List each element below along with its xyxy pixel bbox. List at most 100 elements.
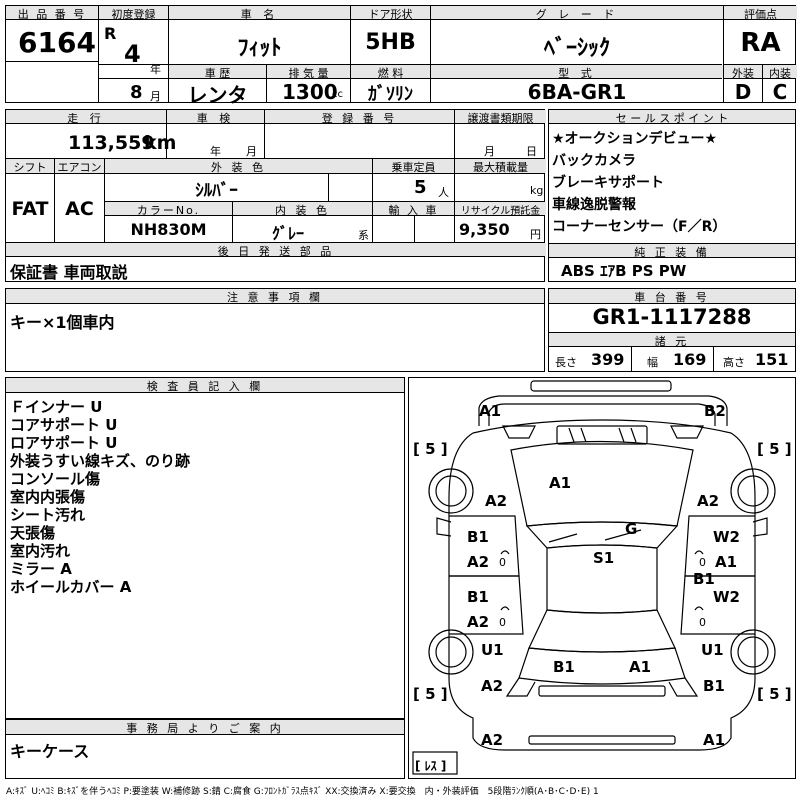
car-name: ﾌｨｯﾄ	[237, 36, 282, 61]
front-bumper-plate	[530, 380, 672, 392]
fuel-type: ｶﾞｿﾘﾝ	[368, 84, 413, 105]
windshield	[525, 521, 679, 549]
office-notice-block: 事 務 局 よ り ご 案 内 キーケース	[5, 719, 405, 779]
tire-rear-right-score: [ 5 ]	[757, 685, 792, 703]
month-unit: 月	[150, 90, 161, 103]
notes-label: 注 意 事 項 欄	[6, 289, 544, 304]
damage-mark-right-rear-corner: B1	[703, 677, 725, 695]
inspector-notes-block: 検 査 員 記 入 欄 Ｆインナー U コアサポート U ロアサポート U 外装…	[5, 377, 405, 719]
inspector-note-line: コンソール傷	[10, 470, 101, 488]
damage-mark-front-left: A1	[479, 402, 501, 420]
damage-mark-roof: G	[625, 520, 637, 538]
notes-block: 注 意 事 項 欄 キー×1個車内	[5, 288, 545, 372]
damage-mark-left-rear-door: B1	[467, 588, 489, 606]
left-rear-door	[449, 575, 524, 635]
exterior-color: ｼﾙﾊﾞｰ	[195, 181, 238, 201]
wheel-rear-right	[730, 629, 776, 675]
front-grille	[556, 425, 648, 445]
rear-bumper	[472, 728, 732, 751]
damage-mark-right-front-door: A1	[715, 553, 737, 571]
grade-label: グ レ ー ド	[431, 6, 723, 21]
sales-points-block: セ ー ル ス ポ イ ン ト ★オークションデビュー★ バックカメラ ブレーキ…	[548, 109, 796, 282]
chassis-block: 車 台 番 号 GR1-1117288 諸 元 長さ 399 幅 169 高さ …	[548, 288, 796, 372]
later-parts-label: 後 日 発 送 部 品	[6, 243, 546, 258]
height-label: 高さ	[723, 356, 745, 369]
body-left-side	[448, 432, 474, 728]
inspector-note-line: Ｆインナー U	[10, 398, 103, 416]
interior-grade: C	[772, 80, 788, 104]
specs-label: 諸 元	[549, 333, 795, 348]
sales-point-item: バックカメラ	[552, 153, 636, 169]
model-label: 型 式	[431, 65, 723, 80]
damage-mark-right-quarter: U1	[701, 641, 724, 659]
auction-score: RA	[740, 28, 781, 58]
inspector-note-line: ミラー A	[10, 560, 72, 578]
inspector-notes-label: 検 査 員 記 入 欄	[6, 378, 404, 393]
sales-point-item: ブレーキサポート	[552, 175, 664, 191]
damage-mark-left-fender: A2	[485, 492, 507, 510]
color-number-label: カラーNo.	[105, 202, 232, 217]
tire-front-left-score: [ 5 ]	[413, 440, 448, 458]
length-value: 399	[591, 350, 625, 369]
lot-number: 6164	[18, 26, 96, 59]
equipment-label: 純 正 装 備	[549, 244, 795, 259]
aircon-value: AC	[65, 198, 94, 220]
damage-mark-right-front-door: B1	[693, 570, 715, 588]
capacity-label: 乗車定員	[373, 159, 454, 174]
fuel-label: 燃 料	[351, 65, 430, 80]
max-load-label: 最大積載量	[455, 159, 546, 174]
era-value: R	[104, 24, 117, 43]
mirror-left	[436, 517, 452, 537]
mirror-right	[752, 517, 768, 537]
tail-light-right	[668, 677, 699, 697]
damage-diagram-block: [ 5 ] [ 5 ] [ 5 ] [ 5 ] [ ﾚｽ ] A1 B2 A1 …	[408, 377, 796, 779]
inspection-month-unit: 月	[246, 145, 257, 158]
zero-mark: 0	[699, 556, 706, 569]
mileage-unit: km	[144, 132, 177, 154]
exterior-color-label: 外 装 色	[105, 159, 372, 174]
interior-grade-label: 内装	[763, 65, 797, 80]
damage-mark-right-fender: A2	[697, 492, 719, 510]
displacement-label: 排 気 量	[267, 65, 350, 80]
later-parts: 保証書 車両取説	[10, 263, 128, 282]
inspector-note-line: ホイールカバー A	[10, 578, 132, 596]
tire-front-right-score: [ 5 ]	[757, 440, 792, 458]
zero-mark: 0	[499, 616, 506, 629]
registration-year: 4	[124, 40, 141, 68]
vehicle-history: レンタ	[187, 83, 248, 107]
spare-tire-box	[412, 751, 458, 775]
capacity-unit: 人	[438, 186, 449, 199]
damage-mark-rear-bumper-left: A2	[481, 731, 503, 749]
damage-mark-left-quarter: U1	[481, 641, 504, 659]
tail-light-left	[505, 677, 536, 697]
interior-color-label: 内 装 色	[233, 202, 372, 217]
mileage-value: 113,559	[68, 132, 155, 154]
car-name-label: 車 名	[169, 6, 350, 21]
length-label: 長さ	[555, 356, 577, 369]
transfer-month-unit: 月	[484, 145, 495, 158]
history-label: 車 歴	[169, 65, 266, 80]
zero-mark: 0	[699, 616, 706, 629]
damage-mark-bonnet: A1	[549, 474, 571, 492]
damage-mark-left-rear-corner: A2	[481, 677, 503, 695]
chassis-number-label: 車 台 番 号	[549, 289, 795, 304]
front-bumper	[478, 395, 728, 426]
shift-label: シフト	[6, 159, 54, 174]
legend-text: A:ｷｽﾞ U:ﾍｺﾐ B:ｷｽﾞを伴うﾍｺﾐ P:要塗装 W:補修跡 S:錆 …	[6, 787, 599, 797]
inspector-note-line: ロアサポート U	[10, 434, 118, 452]
lot-number-label: 出 品 番 号	[6, 6, 98, 21]
recycle-deposit-label: リサイクル預託金	[455, 202, 546, 217]
spare-tire-status: [ ﾚｽ ]	[415, 759, 446, 773]
right-rear-door	[680, 575, 755, 635]
damage-mark-left-rear-door: A2	[467, 613, 489, 631]
notes-value: キー×1個車内	[10, 313, 115, 332]
door-type: 5HB	[365, 30, 416, 55]
door-type-label: ドア形状	[351, 6, 430, 21]
top-header-block: 出 品 番 号 6164 初度登録 R 4 年 8 月 車 名 ﾌｨｯﾄ 車 歴…	[5, 5, 797, 107]
car-damage-diagram: [ 5 ] [ 5 ] [ 5 ] [ 5 ] [ ﾚｽ ] A1 B2 A1 …	[412, 380, 792, 775]
sales-point-item: ★オークションデビュー★	[552, 131, 718, 147]
recycle-deposit: 9,350	[459, 220, 510, 239]
displacement-unit: cc	[332, 89, 343, 100]
interior-color-unit: 系	[358, 229, 369, 242]
registration-number-label: 登 録 番 号	[265, 110, 454, 125]
